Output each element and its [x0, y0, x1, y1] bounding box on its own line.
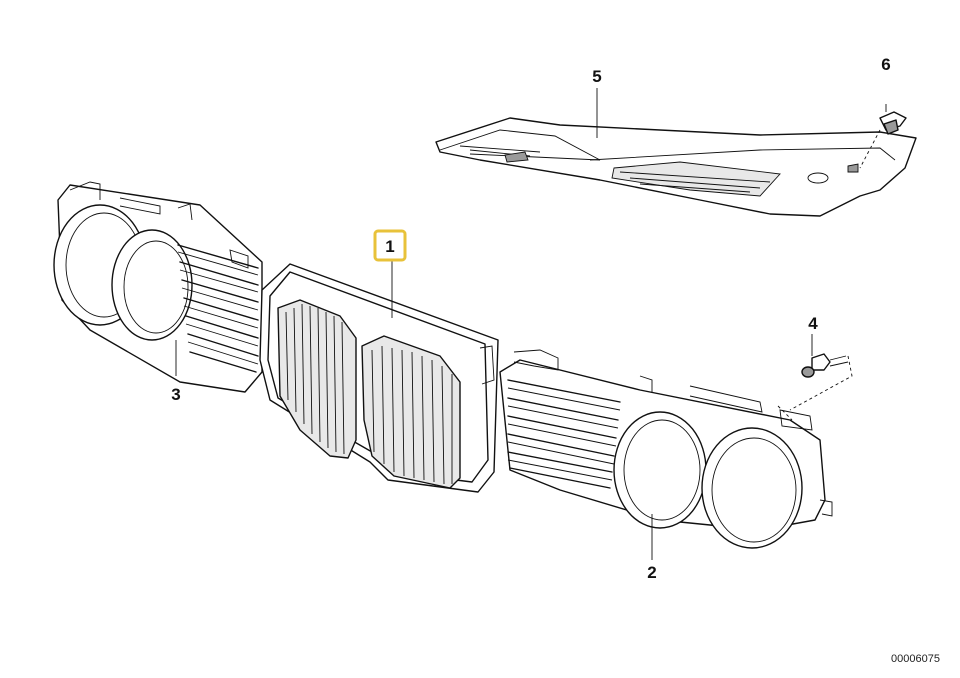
callout-1[interactable]: 1: [385, 237, 394, 256]
part5-top-panel[interactable]: [435, 117, 917, 217]
diagram-code: 00006075: [891, 653, 940, 665]
part3-left-frame[interactable]: [53, 181, 263, 393]
callout-3[interactable]: 3: [171, 385, 180, 404]
callout-1-highlight: [373, 229, 407, 262]
callout-5[interactable]: 5: [592, 67, 601, 86]
callout-4[interactable]: 4: [808, 314, 818, 333]
leader-lines: [175, 88, 813, 560]
part6-clip[interactable]: [859, 104, 907, 169]
part2-right-frame[interactable]: [499, 349, 833, 549]
part4-clip[interactable]: [777, 353, 853, 421]
callout-6[interactable]: 6: [881, 55, 890, 74]
callout-2[interactable]: 2: [647, 563, 656, 582]
part1-kidney-grille[interactable]: [259, 263, 499, 493]
